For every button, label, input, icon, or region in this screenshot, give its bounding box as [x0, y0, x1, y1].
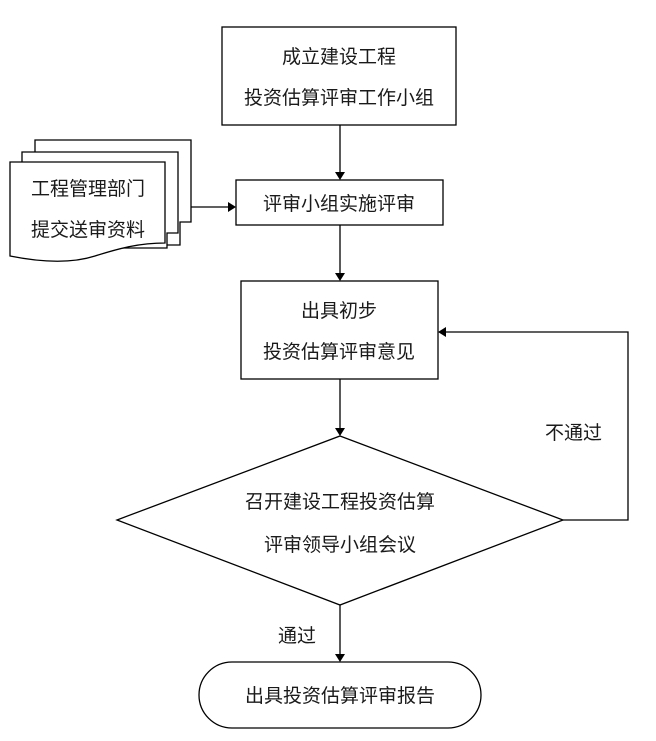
process-box [221, 26, 457, 126]
document-layer-front [9, 161, 166, 262]
node-text-line-1: 召开建设工程投资估算 [245, 491, 435, 513]
process-box [235, 179, 444, 226]
arrow-head-icon [335, 654, 345, 662]
arrow-head-icon [335, 172, 345, 180]
node-text-line-1: 工程管理部门 [31, 178, 145, 200]
arrow-head-icon [335, 428, 345, 436]
node-text-line-2: 评审领导小组会议 [264, 534, 416, 556]
decision-diamond [115, 435, 565, 606]
node-text-line-2: 提交送审资料 [31, 219, 145, 241]
process-box [240, 280, 439, 380]
fail-label: 不通过 [545, 422, 602, 444]
node-text-line-2: 投资估算评审意见 [263, 341, 415, 363]
node-text-line-1: 成立建设工程 [282, 46, 396, 68]
node-text-line-2: 投资估算评审工作小组 [244, 87, 434, 109]
edge-review-to-preliminary [335, 225, 345, 281]
terminal-shape [198, 661, 482, 729]
node-submitted-documents: 工程管理部门 提交送审资料 [9, 139, 192, 262]
node-text: 评审小组实施评审 [263, 193, 415, 215]
arrow-head-icon [438, 327, 446, 337]
node-text: 出具投资估算评审报告 [245, 685, 435, 707]
edge-fail-loop: 不通过 [438, 327, 629, 521]
node-preliminary-opinion: 出具初步 投资估算评审意见 [240, 280, 439, 380]
arrow-head-icon [335, 273, 345, 281]
edge-group-to-review [335, 125, 345, 180]
edge-pass-to-report: 通过 [278, 605, 345, 662]
pass-label: 通过 [278, 625, 316, 647]
node-final-report: 出具投资估算评审报告 [198, 661, 482, 729]
node-text-line-1: 出具初步 [301, 300, 377, 322]
edge-preliminary-to-meeting [335, 379, 345, 436]
node-review: 评审小组实施评审 [235, 179, 444, 226]
node-form-review-group: 成立建设工程 投资估算评审工作小组 [221, 26, 457, 126]
arrow-head-icon [228, 202, 236, 212]
node-leadership-meeting-decision: 召开建设工程投资估算 评审领导小组会议 [115, 435, 565, 606]
edge-documents-to-review [191, 202, 236, 212]
